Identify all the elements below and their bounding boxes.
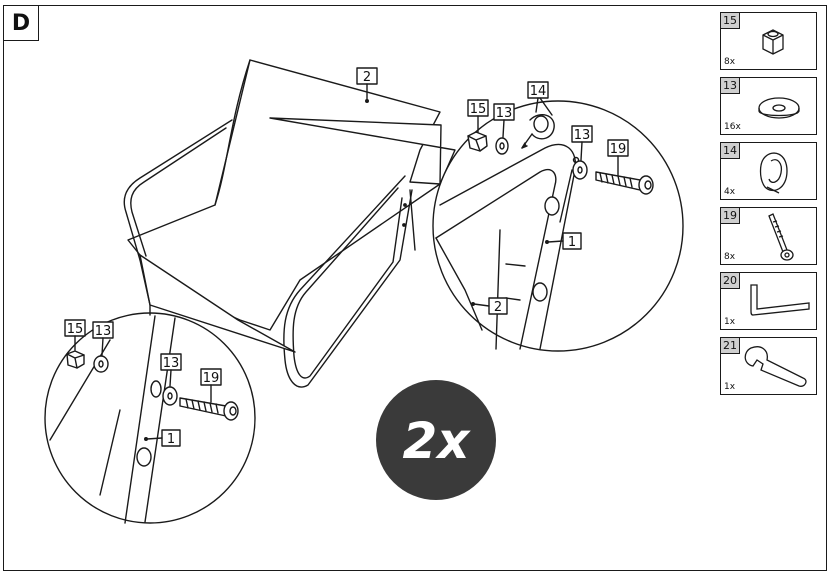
washer-13-left-b: [162, 386, 178, 406]
svg-text:19: 19: [610, 142, 627, 157]
part-card-13: 13 16x: [720, 77, 817, 135]
svg-text:1: 1: [568, 235, 576, 250]
bolt-19-right: [595, 171, 654, 195]
callout-frame-left: 1: [143, 429, 181, 447]
callout-bolt-right: 19: [607, 139, 629, 177]
svg-text:14: 14: [530, 84, 547, 99]
callout-frame-right: 1: [545, 232, 582, 250]
part-card-19: 19 8x: [720, 207, 817, 265]
washer-13-right-b: [572, 160, 588, 180]
svg-text:2: 2: [494, 300, 502, 315]
multiplier-badge: 2x: [376, 380, 496, 500]
svg-text:13: 13: [163, 356, 180, 371]
svg-text:2: 2: [363, 70, 371, 85]
svg-text:19: 19: [203, 371, 220, 386]
svg-text:13: 13: [574, 128, 591, 143]
svg-text:13: 13: [95, 324, 112, 339]
callout-washer-left-a: 13: [92, 321, 114, 356]
step-label: D: [3, 5, 39, 41]
cap-14: [529, 114, 555, 140]
page-frame: [3, 5, 827, 571]
callout-backrest-a: 2: [356, 67, 378, 103]
nut-15-left: [66, 350, 85, 369]
bolt-icon: [768, 213, 794, 261]
washer-icon: [758, 97, 800, 119]
part-card-14: 14 4x: [720, 142, 817, 200]
washer-13-left-a: [93, 355, 109, 373]
nut-icon: [762, 29, 784, 55]
callout-washer-right: 13: [571, 125, 593, 161]
callout-cap-main: 14: [527, 81, 553, 116]
svg-text:2x: 2x: [402, 412, 471, 470]
wrench-icon: [744, 346, 807, 387]
part-card-15: 15 8x: [720, 12, 817, 70]
washer-13-right-a: [495, 137, 509, 155]
detail-circle-left: [44, 254, 296, 524]
svg-text:1: 1: [167, 432, 175, 447]
cap-icon: [759, 152, 788, 194]
callout-nut-main: 15: [467, 99, 489, 133]
svg-text:13: 13: [496, 106, 513, 121]
callout-nut-left: 15: [64, 319, 86, 351]
part-card-20: 20 1x: [720, 272, 817, 330]
callout-backrest-right: 2: [471, 297, 508, 315]
callout-bolt-left: 19: [200, 368, 222, 403]
part-card-21: 21 1x: [720, 337, 817, 395]
allen-key-icon: [750, 284, 810, 316]
callout-washer-main: 13: [493, 103, 515, 138]
callout-washer-left-b: 13: [160, 353, 182, 387]
svg-text:15: 15: [67, 322, 84, 337]
svg-text:15: 15: [470, 102, 487, 117]
nut-15-right: [467, 131, 488, 152]
bolt-19-left: [179, 397, 239, 421]
detail-circle-right: [269, 100, 684, 352]
